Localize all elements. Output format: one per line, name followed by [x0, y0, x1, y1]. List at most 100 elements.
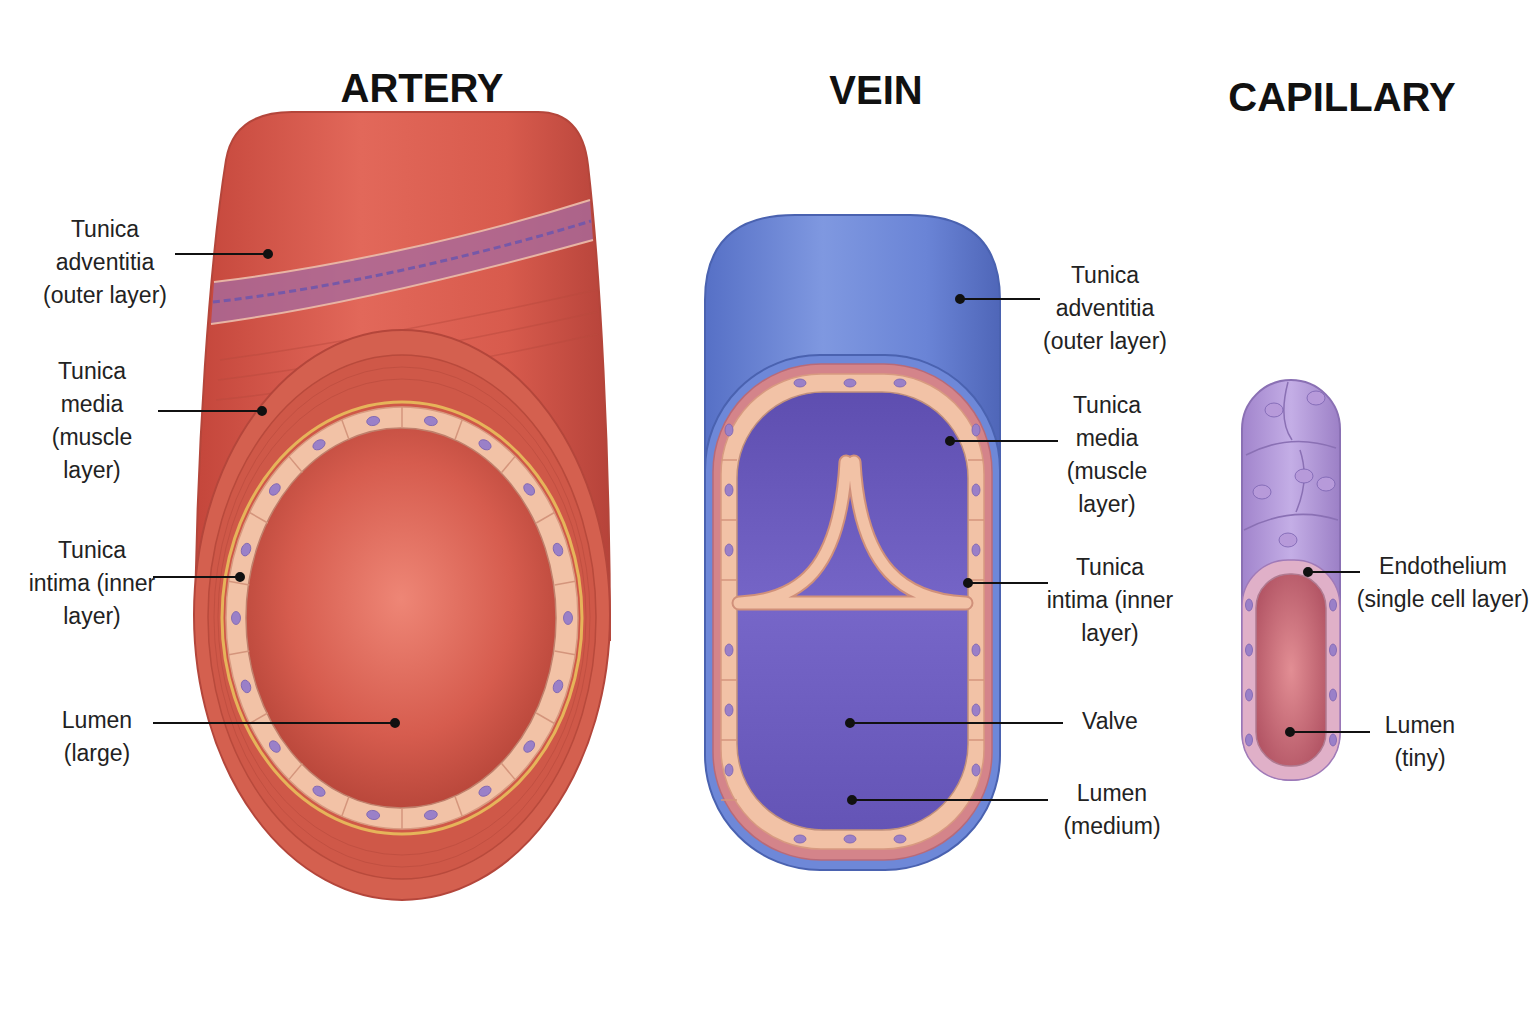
cell-nucleus — [972, 704, 980, 716]
cell-border — [250, 513, 268, 524]
cell-nucleus — [564, 612, 573, 625]
cell-nucleus — [424, 809, 438, 820]
cell-border — [342, 420, 349, 440]
callout-label: Tunica media (muscle layer) — [24, 355, 160, 487]
cell-nucleus — [844, 379, 856, 387]
cell-border — [502, 456, 515, 472]
leader-dot — [964, 579, 972, 587]
cell-nucleus — [844, 835, 856, 843]
leader-dot — [1304, 568, 1312, 576]
cell-border — [536, 513, 554, 524]
leader-dot — [848, 796, 856, 804]
leader-line — [1308, 571, 1360, 573]
elastic-band — [211, 200, 593, 324]
leader-line — [968, 582, 1048, 584]
cell-border — [721, 799, 737, 801]
cell-nucleus — [725, 544, 733, 556]
cell-nucleus — [725, 704, 733, 716]
cell-border — [1244, 382, 1338, 530]
cell-nucleus — [972, 544, 980, 556]
cell-nucleus — [725, 764, 733, 776]
cell-border — [342, 797, 349, 817]
cell-nucleus — [725, 644, 733, 656]
cell-nucleus — [240, 542, 253, 557]
vessel-node: VEIN — [705, 215, 1000, 870]
cell-nucleus — [1307, 391, 1325, 405]
vein-lumen — [737, 392, 968, 830]
callout-label: Tunica adventitia (outer layer) — [37, 213, 173, 312]
vessel-node: CAPILLARY — [1240, 380, 1340, 780]
cell-nucleus — [1295, 469, 1313, 483]
cell-border — [289, 456, 302, 472]
cell-nucleus — [552, 679, 565, 694]
media-ring — [218, 379, 586, 855]
callout-label: Lumen (medium) — [1057, 777, 1167, 843]
cell-nucleus — [894, 379, 906, 387]
leader-lines — [153, 250, 1370, 804]
cell-nucleus — [1246, 689, 1253, 701]
endothelial-cells — [721, 379, 984, 843]
cell-nucleus — [1330, 734, 1337, 746]
leader-dot — [846, 719, 854, 727]
leader-line — [852, 799, 1048, 801]
vessel-heading: ARTERY — [341, 65, 504, 111]
cell-border — [401, 407, 403, 428]
leader-dot — [946, 437, 954, 445]
cell-nucleus — [1330, 689, 1337, 701]
cell-nucleus — [424, 415, 438, 426]
cell-border — [555, 651, 576, 655]
adventitia-face — [705, 355, 1000, 870]
cell-nucleus — [725, 424, 733, 436]
callout-label: Endothelium (single cell layer) — [1353, 550, 1533, 616]
endothelium-face — [1242, 560, 1340, 780]
cell-nucleus — [1253, 485, 1271, 499]
cell-border — [455, 797, 462, 817]
cell-border — [229, 651, 250, 655]
callout-label: Lumen (tiny) — [1380, 709, 1460, 775]
cell-nucleus — [522, 739, 537, 755]
band-edge — [211, 200, 593, 324]
cell-border — [502, 764, 515, 780]
cell-nucleus — [1330, 599, 1337, 611]
capillary-illustration — [1242, 380, 1340, 780]
cell-nucleus — [267, 482, 282, 498]
vessel-node: ARTERY — [195, 112, 610, 900]
cell-border — [968, 739, 984, 741]
vessel-heading: VEIN — [829, 67, 922, 113]
cell-nucleus — [366, 415, 380, 426]
cell-nucleus — [972, 764, 980, 776]
intima-ring — [721, 374, 984, 849]
cell-border — [968, 679, 984, 681]
intima-ring — [226, 407, 578, 829]
capillary-lumen — [1256, 574, 1326, 766]
cell-nucleus — [552, 542, 565, 557]
adventitia-face — [194, 330, 610, 900]
cell-nucleus — [725, 484, 733, 496]
cell-nucleus — [1265, 403, 1283, 417]
cell-nucleus — [1246, 734, 1253, 746]
leader-line — [950, 440, 1058, 442]
capillary-wall — [1242, 380, 1340, 780]
callout-label: Lumen (large) — [47, 704, 147, 770]
cell-border — [555, 581, 576, 585]
elastic-fibre — [213, 221, 591, 302]
callout-label: Tunica adventitia (outer layer) — [1037, 259, 1173, 358]
cell-nucleus — [311, 438, 327, 452]
cell-border — [401, 808, 403, 829]
callout-label: Tunica intima (inner layer) — [1045, 551, 1175, 650]
callout-label: Tunica intima (inner layer) — [27, 534, 157, 633]
media-ring — [214, 367, 590, 867]
cell-nucleus — [972, 484, 980, 496]
cell-nucleus — [794, 835, 806, 843]
cell-nucleus — [1330, 644, 1337, 656]
leader-dot — [264, 250, 272, 258]
cell-border — [968, 519, 984, 521]
venous-valve — [739, 462, 966, 603]
cell-nucleus — [972, 424, 980, 436]
cell-border — [250, 713, 268, 724]
leader-line — [175, 253, 268, 255]
artery-lumen — [246, 428, 556, 808]
cell-nucleus — [240, 679, 253, 694]
elastic-lamina — [222, 402, 582, 834]
